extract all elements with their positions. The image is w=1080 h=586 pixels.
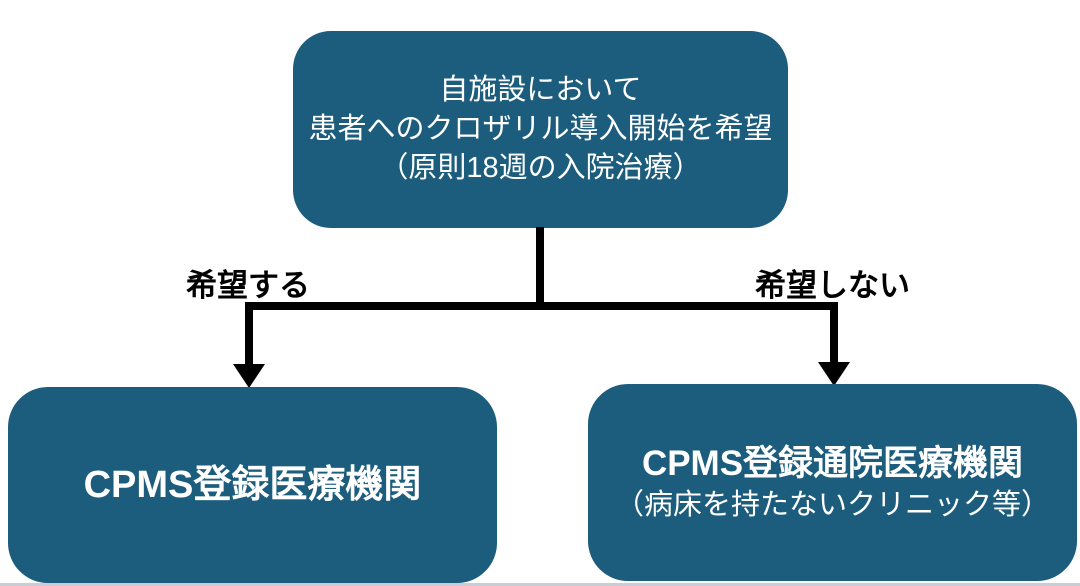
node-cpms-registered-institution: CPMS登録医療機関 [8,387,497,583]
top-node-line-1: 自施設において [439,74,642,106]
right-node-title: CPMS登録通院医療機関 [641,443,1024,483]
bottom-edge-divider [0,583,1080,586]
arrow-down-left-icon [233,364,265,388]
connector-left-drop [245,302,253,368]
connector-stem [536,227,544,307]
left-node-title: CPMS登録医療機関 [83,464,422,506]
top-node-line-3: （原則18週の入院治療） [379,152,702,184]
arrow-down-right-icon [818,362,850,386]
connector-right-drop [830,302,838,366]
right-node-subtitle: （病床を持たないクリニック等） [614,488,1050,521]
branch-label-no-wish: 希望しない [755,268,910,303]
connector-horizontal [245,302,838,310]
node-clozaril-initiation: 自施設において 患者へのクロザリル導入開始を希望 （原則18週の入院治療） [293,31,788,228]
branch-label-wish: 希望する [186,268,310,303]
top-node-line-2: 患者へのクロザリル導入開始を希望 [308,113,773,145]
node-cpms-registered-outpatient-institution: CPMS登録通院医療機関 （病床を持たないクリニック等） [588,384,1077,581]
